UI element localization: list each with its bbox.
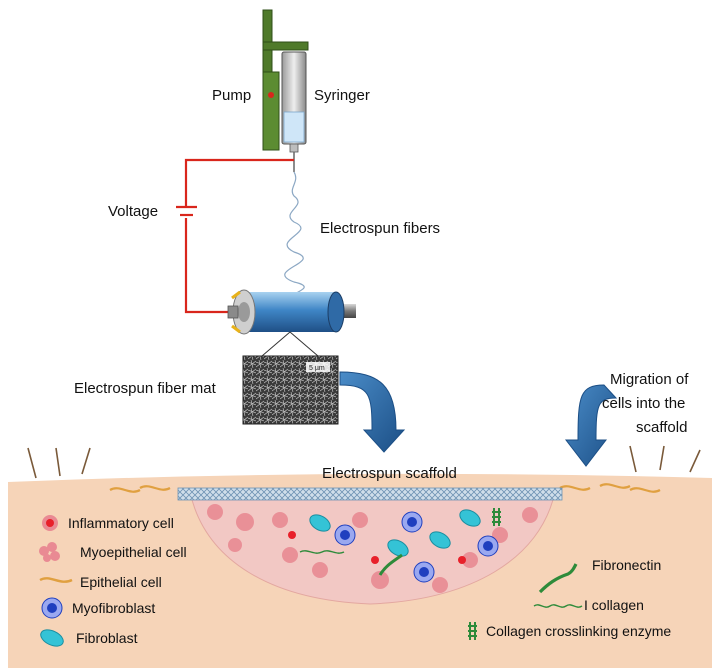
legend-fibronectin: Fibronectin: [592, 557, 661, 573]
fiber-mat-image: 5 µm: [242, 355, 339, 425]
voltage-source: [176, 205, 197, 217]
scaffold-label: Electrospun scaffold: [322, 465, 457, 482]
migration-label-3: scaffold: [636, 419, 687, 436]
migration-label-1: Migration of: [610, 371, 689, 388]
legend-fibroblast: Fibroblast: [76, 630, 138, 646]
legend-collagen: I collagen: [584, 597, 644, 613]
legend-enzyme: Collagen crosslinking enzyme: [486, 623, 671, 639]
fiber-mat-label: Electrospun fiber mat: [74, 380, 217, 397]
migration-label-2: cells into the: [602, 395, 685, 412]
down-arrow-migration: [564, 384, 618, 467]
pump-label: Pump: [212, 87, 251, 104]
fiber-jet: [282, 171, 305, 311]
legend-myofibroblast: Myofibroblast: [72, 600, 155, 616]
syringe: [281, 51, 307, 172]
collagen-icon: [533, 604, 583, 608]
crosslinking-enzyme-icon: [468, 622, 477, 640]
collector-drum: [227, 289, 356, 335]
circuit-wire: [184, 158, 294, 314]
legend-left: Inflammatory cell Myoepithelial cell Epi…: [39, 515, 187, 647]
myofibroblast-icon: [41, 597, 63, 619]
fibroblast-icon: [40, 629, 64, 647]
fibronectin-icon: [538, 563, 578, 594]
epithelial-cell-icon: [39, 577, 73, 583]
myoepithelial-cell-icon: [39, 542, 60, 562]
legend-epithelial: Epithelial cell: [80, 574, 162, 590]
legend-myoepithelial: Myoepithelial cell: [80, 544, 187, 560]
inflammatory-cell-icon: [42, 515, 58, 531]
legend-right: Fibronectin I collagen Collagen crosslin…: [468, 557, 671, 640]
down-arrow-mat: [339, 371, 406, 453]
syringer-label: Syringer: [314, 87, 370, 104]
pump: [262, 9, 309, 151]
scaffold-mesh: [177, 487, 563, 501]
legend-inflammatory: Inflammatory cell: [68, 515, 174, 531]
wound-cells: [207, 504, 538, 593]
mat-scale-label: 5 µm: [309, 365, 325, 372]
voltage-label: Voltage: [108, 203, 158, 220]
fibers-label: Electrospun fibers: [320, 220, 440, 237]
